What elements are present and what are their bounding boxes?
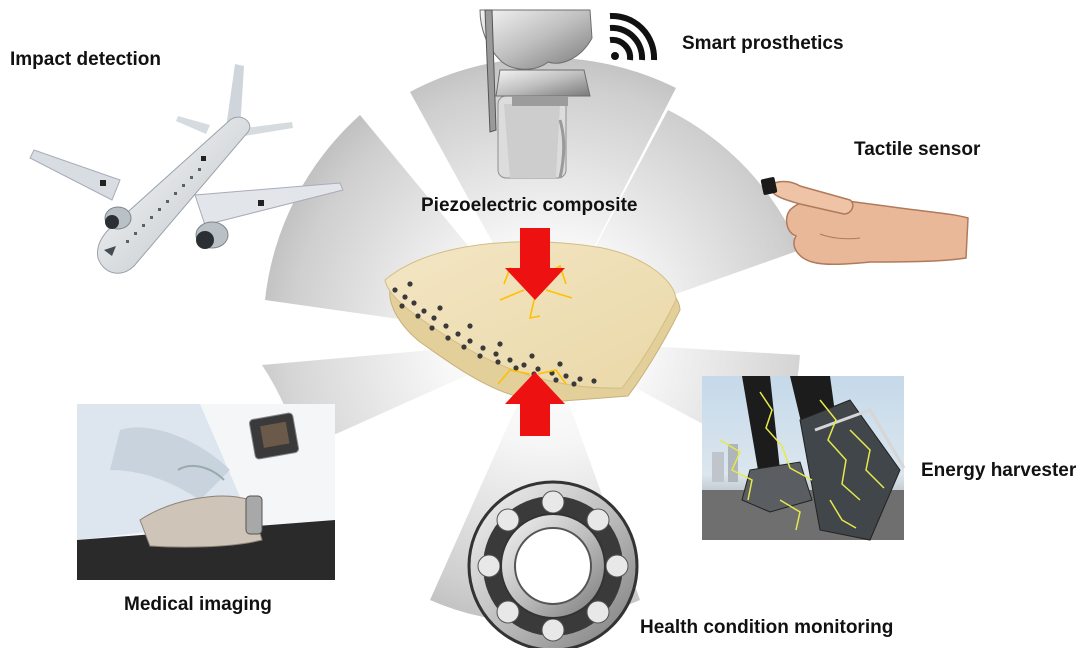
label-medical-imaging: Medical imaging — [124, 594, 272, 615]
label-tactile-sensor: Tactile sensor — [854, 139, 981, 160]
knee-prosthesis-icon — [479, 9, 593, 179]
sector-top — [410, 57, 676, 341]
finger-sensor-icon — [760, 177, 969, 266]
force-arrow-down — [505, 228, 565, 300]
label-health-condition-monitoring: Health condition monitoring — [640, 617, 894, 638]
ball-bearing-icon — [467, 480, 639, 652]
label-energy-harvester: Energy harvester — [921, 460, 1077, 481]
label-impact-detection: Impact detection — [10, 49, 161, 70]
label-piezoelectric-composite: Piezoelectric composite — [421, 195, 638, 216]
force-arrow-up — [505, 372, 565, 436]
label-smart-prosthetics: Smart prosthetics — [682, 33, 844, 54]
ultrasound-icon — [77, 404, 335, 580]
piezoelectric-composite-icon — [384, 228, 681, 436]
airplane-icon — [29, 64, 344, 274]
running-shoe-icon — [702, 376, 906, 541]
force-arrows — [505, 228, 565, 436]
wireless-signal-icon — [609, 12, 658, 61]
composite-particles — [392, 281, 597, 387]
